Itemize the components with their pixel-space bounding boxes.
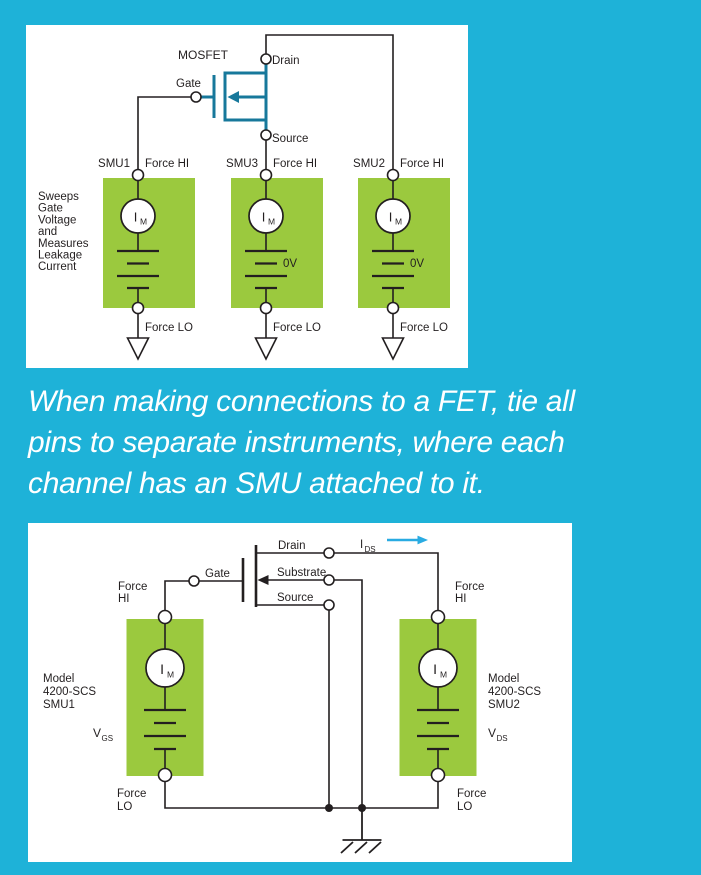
- smu2-0v-label: 0V: [410, 258, 424, 270]
- right-force-lo-label: LO: [457, 801, 472, 813]
- model-line: 4200-SCS: [43, 686, 96, 698]
- note-line: Leakage: [38, 250, 82, 262]
- smu1-unit: [125, 609, 205, 783]
- model-line: SMU1: [43, 699, 75, 711]
- smu2-name-label: SMU2: [353, 158, 385, 170]
- smu2-force-lo-label: Force LO: [400, 322, 448, 334]
- top-circuit-diagram: I M: [38, 34, 452, 361]
- substrate-pin: [323, 574, 335, 586]
- drain-pin: [260, 53, 272, 65]
- note-line: and: [38, 226, 57, 238]
- mosfet-title: MOSFET: [178, 48, 229, 62]
- left-model-label: Model 4200-SCS SMU1: [43, 673, 96, 711]
- ground-hatch: [340, 841, 382, 854]
- model-line: Model: [488, 673, 519, 685]
- caption-line: When making connections to a FET, tie al…: [28, 385, 575, 418]
- drain-wire: [265, 34, 394, 175]
- right-model-label: Model 4200-SCS SMU2: [488, 673, 541, 711]
- gate-wire: [137, 96, 191, 175]
- smu3-force-lo-label: Force LO: [273, 322, 321, 334]
- gate-wire: [164, 580, 189, 617]
- model-line: Model: [43, 673, 74, 685]
- force-lo-rail: [164, 775, 439, 809]
- vds-subscript: DS: [497, 734, 508, 743]
- junction-dot: [325, 804, 333, 812]
- smu1-function-note: Sweeps Gate Voltage and Measures Leakage…: [38, 191, 89, 273]
- top-diagram-panel: I M: [26, 25, 468, 368]
- note-line: Measures: [38, 238, 89, 250]
- substrate-label: Substrate: [277, 567, 326, 579]
- channel-bracket: [223, 71, 266, 122]
- right-force-lo-label: Force: [457, 788, 486, 800]
- drain-pin: [323, 547, 335, 559]
- ids-label: I: [360, 539, 363, 551]
- bottom-diagram-panel: I M: [28, 523, 572, 862]
- substrate-arrowhead-icon: [257, 575, 269, 585]
- bottom-circuit-diagram: I M: [43, 535, 541, 854]
- drain-label: Drain: [272, 55, 299, 67]
- substrate-wire: [267, 579, 363, 808]
- source-pin: [260, 129, 272, 141]
- model-line: SMU2: [488, 699, 520, 711]
- smu3-name-label: SMU3: [226, 158, 258, 170]
- gate-pin: [188, 575, 200, 587]
- smu3-force-hi-label: Force HI: [273, 158, 317, 170]
- note-line: Current: [38, 261, 77, 273]
- gate-pin: [190, 91, 202, 103]
- drain-label: Drain: [278, 540, 305, 552]
- mosfet-symbol: [201, 64, 268, 131]
- smu2-force-hi-label: Force HI: [400, 158, 444, 170]
- left-force-hi-label: HI: [118, 593, 130, 605]
- smu1-name-label: SMU1: [98, 158, 130, 170]
- gate-label: Gate: [176, 78, 201, 90]
- caption-line: pins to separate instruments, where each: [28, 426, 565, 459]
- smu2-unit: [398, 609, 478, 783]
- left-force-hi-label: Force: [118, 581, 147, 593]
- right-force-hi-label: HI: [455, 593, 467, 605]
- ids-subscript: DS: [365, 545, 376, 554]
- smu1-force-hi-label: Force HI: [145, 158, 189, 170]
- drain-wire: [256, 552, 439, 617]
- caption-text: When making connections to a FET, tie al…: [28, 381, 692, 504]
- vgs-label: V: [93, 726, 101, 740]
- left-force-lo-label: LO: [117, 801, 132, 813]
- smu1-force-lo-label: Force LO: [145, 322, 193, 334]
- left-force-lo-label: Force: [117, 788, 146, 800]
- source-label: Source: [277, 592, 313, 604]
- ids-arrowhead-icon: [417, 535, 428, 545]
- source-pin: [323, 599, 335, 611]
- caption-line: channel has an SMU attached to it.: [28, 467, 485, 500]
- note-line: Voltage: [38, 214, 76, 226]
- source-wire: [256, 604, 330, 808]
- vds-label: V: [488, 726, 496, 740]
- model-line: 4200-SCS: [488, 686, 541, 698]
- right-force-hi-label: Force: [455, 581, 484, 593]
- note-line: Gate: [38, 203, 63, 215]
- note-line: Sweeps: [38, 191, 79, 203]
- source-label: Source: [272, 133, 308, 145]
- gate-label: Gate: [205, 568, 230, 580]
- smu3-0v-label: 0V: [283, 258, 297, 270]
- chassis-ground-icon: [340, 808, 382, 854]
- substrate-arrowhead-icon: [227, 91, 239, 103]
- vgs-subscript: GS: [102, 734, 114, 743]
